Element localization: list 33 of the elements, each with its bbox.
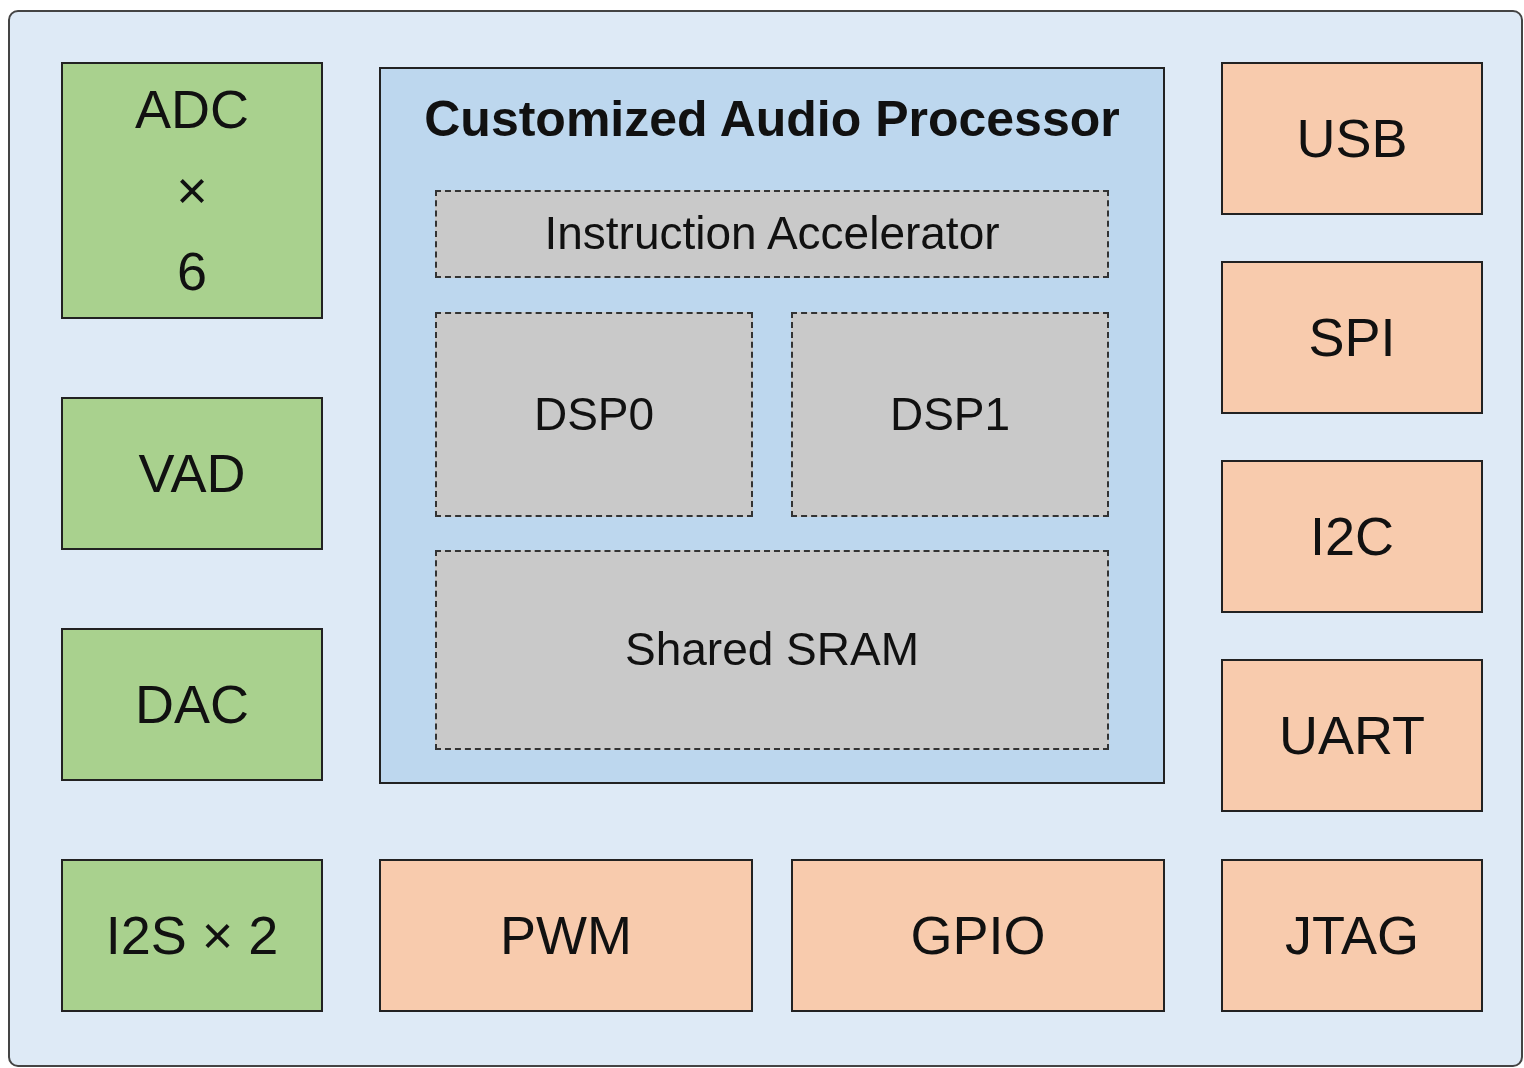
block-label: Shared SRAM — [625, 622, 919, 678]
block-label: SPI — [1308, 306, 1396, 370]
analog-block — [61, 859, 323, 1012]
interface-block — [379, 859, 753, 1012]
block-label: JTAG — [1285, 904, 1419, 968]
interface-block — [1221, 460, 1483, 613]
analog-block — [61, 628, 323, 781]
analog-block — [61, 397, 323, 550]
core-block — [435, 190, 1109, 278]
block-label: ADC × 6 — [135, 78, 249, 303]
interface-block — [1221, 261, 1483, 414]
interface-block — [1221, 659, 1483, 812]
block-label: GPIO — [910, 904, 1046, 968]
core-block — [435, 312, 753, 517]
block-label: I2C — [1309, 505, 1394, 569]
block-label: VAD — [138, 442, 246, 506]
processor-block — [379, 67, 1165, 784]
block-label: USB — [1296, 107, 1408, 171]
core-block — [791, 312, 1109, 517]
block-title: Customized Audio Processor — [424, 90, 1120, 149]
block-label: Instruction Accelerator — [544, 206, 1000, 262]
block-label: PWM — [500, 904, 632, 968]
analog-block — [61, 62, 323, 319]
block-label: UART — [1279, 704, 1425, 768]
block-label: DSP0 — [533, 386, 655, 442]
interface-block — [791, 859, 1165, 1012]
interface-block — [1221, 62, 1483, 215]
block-label: DSP1 — [889, 386, 1011, 442]
block-label: I2S × 2 — [105, 904, 279, 968]
block-label: DAC — [135, 673, 249, 737]
core-block — [435, 550, 1109, 750]
interface-block — [1221, 859, 1483, 1012]
chip-outline — [8, 10, 1523, 1067]
